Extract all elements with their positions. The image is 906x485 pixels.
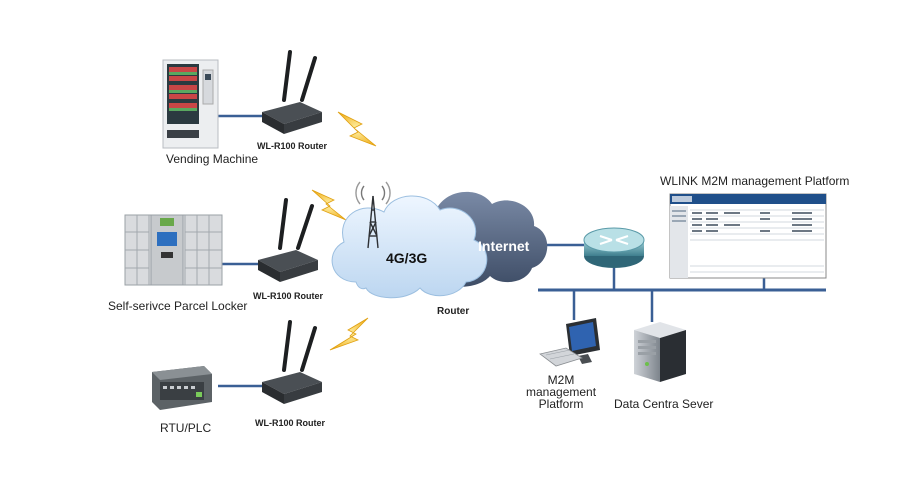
wl-r100-router-2-icon	[258, 198, 318, 282]
core-router-icon	[583, 227, 645, 268]
data-center-label: Data Centra Sever	[614, 397, 714, 411]
vending-machine-label: Vending Machine	[166, 152, 259, 166]
m2m-computer-icon	[539, 318, 600, 367]
m2m-label-line1: M2M	[547, 373, 575, 387]
parcel-locker-icon	[124, 214, 223, 286]
plc-icon	[152, 366, 212, 410]
m2m-platform-label: M2M management Platform	[526, 374, 596, 410]
cell-tower-icon	[355, 181, 391, 249]
internet-label: Internet	[478, 238, 530, 254]
router-3-label: WL-R100 Router	[255, 418, 326, 428]
cellular-network-label: 4G/3G	[386, 250, 428, 266]
wl-r100-router-3-icon	[262, 320, 322, 404]
rtu-plc-label: RTU/PLC	[160, 421, 212, 435]
m2m-label-line2: management	[526, 385, 597, 399]
lightning-bolt-1-icon	[337, 111, 377, 147]
wl-r100-router-1-icon	[262, 50, 322, 134]
parcel-locker-label: Self-serivce Parcel Locker	[108, 299, 248, 313]
router-2-label: WL-R100 Router	[253, 291, 324, 301]
lightning-bolt-3-icon	[329, 317, 369, 351]
vending-machine-icon	[162, 59, 219, 149]
core-router-label: Router	[437, 306, 470, 317]
platform-screenshot-icon	[669, 193, 827, 279]
data-center-server-icon	[634, 322, 686, 382]
router-1-label: WL-R100 Router	[257, 141, 328, 151]
cellular-cloud-icon	[331, 195, 488, 299]
platform-title: WLINK M2M management Platform	[660, 174, 850, 188]
m2m-label-line3: Platform	[538, 397, 584, 411]
lightning-bolt-2-icon	[311, 189, 347, 221]
